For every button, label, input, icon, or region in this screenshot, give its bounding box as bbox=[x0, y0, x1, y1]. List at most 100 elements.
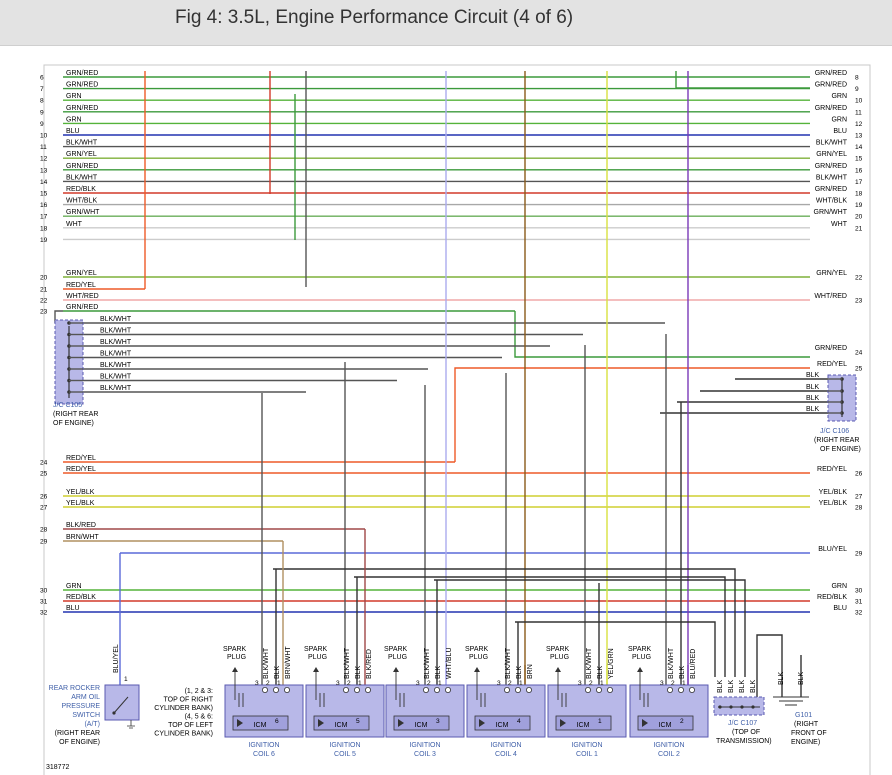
diagram-frame bbox=[43, 64, 871, 775]
wire-color-left: WHT/RED bbox=[66, 293, 99, 300]
vertical-wire-layer bbox=[54, 71, 828, 705]
wire-color-right: GRN/YEL bbox=[816, 270, 847, 277]
coil-name: IGNITION bbox=[409, 742, 440, 749]
wire-number-left: 13 bbox=[40, 167, 48, 174]
icm-label: ICM bbox=[254, 722, 267, 729]
jc-c106-name: J/C C106 bbox=[820, 428, 849, 435]
wire-color-right: RED/YEL bbox=[817, 466, 847, 473]
coil-pin-number: 1 bbox=[277, 680, 281, 687]
wire-color-left: BLU bbox=[66, 128, 80, 135]
spark-label: SPARK bbox=[223, 646, 247, 653]
wire-number-left: 29 bbox=[40, 539, 48, 546]
wire-number-left: 9 bbox=[40, 121, 44, 128]
coil-name: IGNITION bbox=[490, 742, 521, 749]
coil-wire-label: BLK bbox=[679, 665, 686, 679]
plug-label: PLUG bbox=[632, 654, 651, 661]
plug-label: PLUG bbox=[550, 654, 569, 661]
jc-c107-name: J/C C107 bbox=[728, 720, 757, 727]
spark-plug-icon bbox=[555, 667, 561, 672]
wire-color-left: RED/BLK bbox=[66, 186, 96, 193]
wire-number-right: 29 bbox=[855, 551, 863, 558]
coil-bank-note: CYLINDER BANK) bbox=[154, 731, 213, 738]
wire-number-right: 21 bbox=[855, 225, 863, 232]
diode-icon bbox=[318, 719, 324, 727]
coil-pin-number: 1 bbox=[600, 680, 604, 687]
jc-c107-loc: (TOP OF bbox=[732, 729, 760, 736]
junction-dot bbox=[729, 705, 733, 709]
diode-icon bbox=[398, 719, 404, 727]
wire-number-right: 24 bbox=[855, 350, 863, 357]
wire-c107-g101 bbox=[756, 634, 783, 697]
wire-c105-in bbox=[54, 310, 63, 323]
coil-wire-label: BLK/WHT bbox=[263, 647, 270, 679]
wire-number-right: 30 bbox=[855, 588, 863, 595]
coil-pin bbox=[364, 687, 371, 694]
wire-number-left: 26 bbox=[40, 494, 48, 501]
coil-pin bbox=[503, 687, 510, 694]
spark-plug-icon bbox=[313, 667, 319, 672]
coil-pin-number: 2 bbox=[427, 680, 431, 687]
coil-pin bbox=[261, 687, 268, 694]
wire-route-25 bbox=[454, 367, 810, 462]
switch-location: OF ENGINE) bbox=[59, 739, 100, 746]
transformer-icon bbox=[561, 693, 567, 707]
switch-label: SWITCH bbox=[72, 712, 100, 719]
coil-pin-number: 1 bbox=[358, 680, 362, 687]
coil-pin bbox=[585, 687, 592, 694]
icm-label: ICM bbox=[335, 722, 348, 729]
transformer-icon bbox=[238, 693, 244, 707]
wire-color-right: GRN/RED bbox=[815, 163, 847, 170]
wire-color-right: YEL/BLK bbox=[819, 500, 848, 507]
jc-c105-loc: OF ENGINE) bbox=[53, 420, 94, 427]
wire-number-right: 17 bbox=[855, 179, 863, 186]
coil-pin bbox=[596, 687, 603, 694]
wire-number-left: 20 bbox=[40, 275, 48, 282]
coil-pin-number: 3 bbox=[416, 680, 420, 687]
wire-color-right: BLK/WHT bbox=[816, 140, 848, 147]
wire-color-right: YEL/BLK bbox=[819, 489, 848, 496]
jc-c107-loc: TRANSMISSION) bbox=[716, 738, 772, 745]
junction-dot bbox=[740, 705, 744, 709]
wire-number-left: 9 bbox=[40, 109, 44, 116]
wire-blk-c107 bbox=[273, 568, 736, 677]
coil-index: 6 bbox=[275, 718, 279, 725]
wire-number-left: 14 bbox=[40, 179, 48, 186]
spark-plug-icon bbox=[393, 667, 399, 672]
plug-label: PLUG bbox=[388, 654, 407, 661]
coil-wire-label: BLK bbox=[355, 665, 362, 679]
icm-label: ICM bbox=[496, 722, 509, 729]
wire-number-right: 8 bbox=[855, 75, 859, 82]
wire-number-left: 12 bbox=[40, 156, 48, 163]
wire-color-right: RED/YEL bbox=[817, 361, 847, 368]
transformer-icon bbox=[643, 693, 649, 707]
wire-number-left: 23 bbox=[40, 309, 48, 316]
coil-pin-number: 2 bbox=[671, 680, 675, 687]
coil-wire-label: BRN bbox=[527, 664, 534, 679]
wire-number-right: 10 bbox=[855, 98, 863, 105]
coil-index: 5 bbox=[356, 718, 360, 725]
coil-pin bbox=[444, 687, 451, 694]
coil-pin-number: 2 bbox=[508, 680, 512, 687]
icm-label: ICM bbox=[415, 722, 428, 729]
coil-number: COIL 4 bbox=[495, 751, 517, 758]
coil-pin bbox=[353, 687, 360, 694]
coil-wire-label: BLK/WHT bbox=[344, 647, 351, 679]
coil-index: 1 bbox=[598, 718, 602, 725]
coil-pin-number: 1 bbox=[438, 680, 442, 687]
wire-number-right: 15 bbox=[855, 156, 863, 163]
coil-pin bbox=[678, 687, 685, 694]
coil-wire-label: BLK/WHT bbox=[586, 647, 593, 679]
wire-number-left: 16 bbox=[40, 202, 48, 209]
coil-wire-label: BLK bbox=[274, 665, 281, 679]
c107-wire-label: BLK bbox=[717, 679, 724, 693]
wire-color-left: GRN bbox=[66, 116, 82, 123]
coil-pin bbox=[433, 687, 440, 694]
diode-icon bbox=[560, 719, 566, 727]
wire-color-left: WHT bbox=[66, 221, 83, 228]
coil-wire-label: WHT/BLU bbox=[446, 648, 453, 680]
g101-name: G101 bbox=[795, 712, 812, 719]
switch-label: PRESSURE bbox=[61, 703, 100, 710]
wire-number-left: 17 bbox=[40, 214, 48, 221]
coil-index: 2 bbox=[680, 718, 684, 725]
